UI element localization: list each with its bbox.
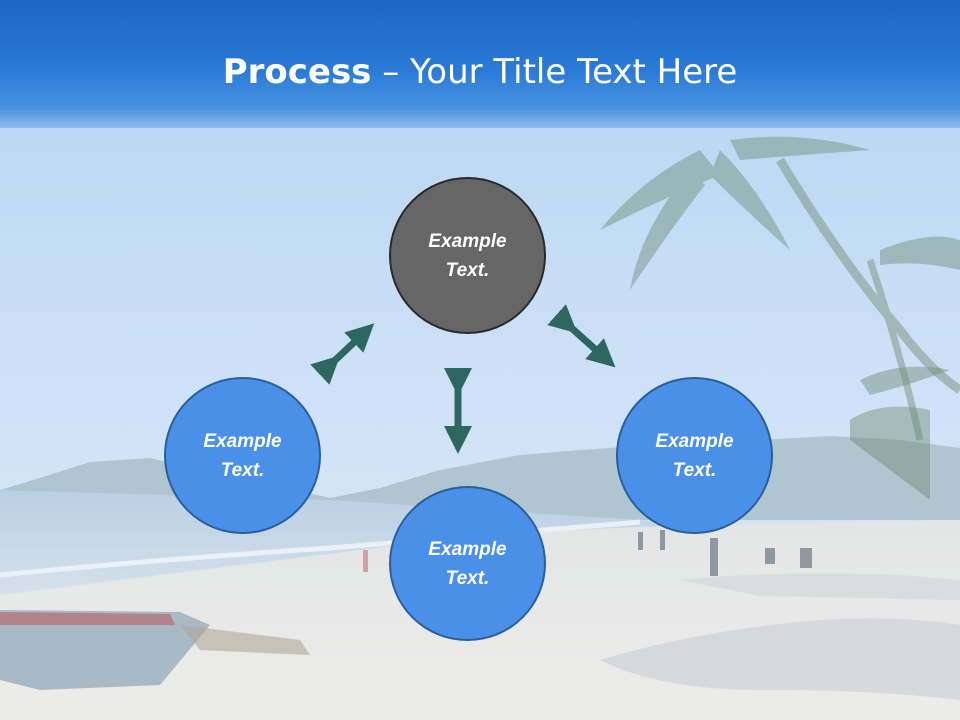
node-left-line1: Example	[203, 430, 282, 452]
slide-title: Process – Your Title Text Here	[0, 52, 960, 92]
node-right-line2: Text.	[672, 459, 717, 481]
slide-title-rest: – Your Title Text Here	[371, 52, 738, 92]
arrow-left-top	[310, 323, 375, 385]
slide-title-bold: Process	[222, 52, 372, 92]
node-bottom-line1: Example	[428, 538, 507, 560]
node-left-line2: Text.	[220, 459, 265, 481]
node-top-line2: Text.	[445, 259, 490, 281]
node-right-line1: Example	[655, 430, 734, 452]
node-top-line1: Example	[428, 230, 507, 252]
title-bar	[0, 0, 960, 128]
node-bottom-line2: Text.	[445, 567, 490, 589]
arrow-right-top	[547, 304, 616, 368]
